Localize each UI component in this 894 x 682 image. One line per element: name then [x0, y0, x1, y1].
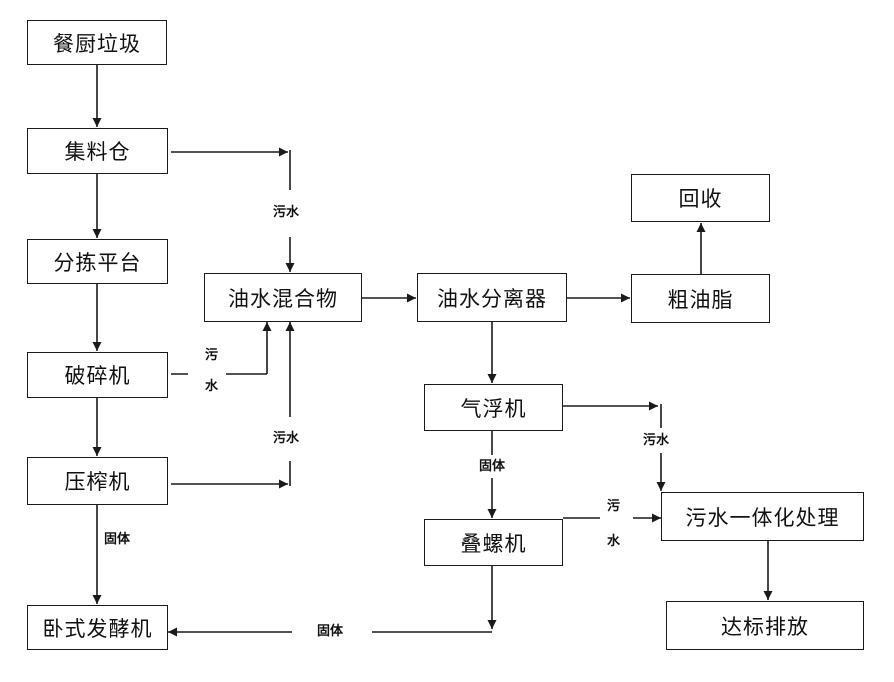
node-kitchen-waste: 餐厨垃圾: [27, 20, 167, 65]
label-wastewater-air-flotation: 污水: [643, 433, 670, 448]
label-wastewater-crusher-bottom: 水: [205, 379, 219, 394]
node-sorting-platform: 分拣平台: [27, 239, 168, 284]
node-air-flotation: 气浮机: [424, 384, 563, 431]
label-wastewater-screw-bottom: 水: [607, 534, 621, 549]
node-discharge-standard: 达标排放: [666, 601, 864, 650]
label-solids-air-flotation: 固体: [479, 459, 506, 474]
label-solids-press: 固体: [104, 532, 131, 547]
label-solids-screw-stacker: 固体: [317, 624, 344, 639]
label-wastewater-crusher-top: 污: [205, 348, 219, 363]
node-oil-water-separator: 油水分离器: [417, 273, 567, 322]
label-wastewater-press: 污水: [273, 431, 300, 446]
node-crude-grease: 粗油脂: [631, 274, 770, 323]
node-screw-stacker: 叠螺机: [424, 519, 563, 566]
node-horizontal-fermenter: 卧式发酵机: [27, 605, 168, 650]
label-wastewater-collection: 污水: [273, 205, 300, 220]
node-oil-water-mixture: 油水混合物: [204, 273, 362, 322]
node-recovery: 回收: [631, 174, 770, 222]
node-collection-bin: 集料仓: [27, 128, 168, 174]
label-wastewater-screw-top: 污: [607, 499, 621, 514]
node-press: 压榨机: [27, 457, 168, 505]
node-crusher: 破碎机: [27, 352, 168, 398]
node-integrated-sewage-treatment: 污水一体化处理: [661, 492, 864, 541]
